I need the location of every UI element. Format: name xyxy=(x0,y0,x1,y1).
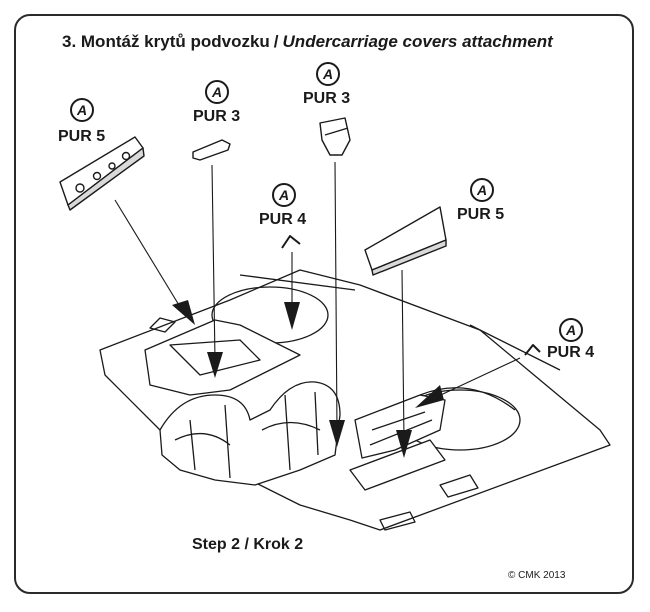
diagram-frame xyxy=(14,14,634,594)
radiator-ribs xyxy=(189,391,319,479)
part-pur5-left xyxy=(59,136,144,206)
part-pur3-bracket xyxy=(192,139,231,161)
callout-badge-pur3-bracket: A xyxy=(205,80,229,104)
callout-badge-pur3-clip: A xyxy=(316,62,340,86)
leader-pur5-right xyxy=(401,269,405,441)
arrow-pur3-clip xyxy=(329,420,345,447)
part-pur5-hole-3 xyxy=(108,162,116,170)
part-pur3-clip-fold xyxy=(324,127,349,136)
part-pur4-wire-right xyxy=(524,344,541,356)
leader-pur3-bracket xyxy=(211,164,216,361)
callout-badge-pur5-right: A xyxy=(470,178,494,202)
title-separator: / xyxy=(273,32,279,51)
step-label: Step 2 / Krok 2 xyxy=(192,536,304,553)
callout-label-pur5-left: PUR 5 xyxy=(58,128,106,145)
right-wheel-well-inner xyxy=(419,387,516,411)
callout-label-pur4-right: PUR 4 xyxy=(547,344,595,361)
wing-panel-line-3 xyxy=(469,324,561,371)
part-pur5-hole-1 xyxy=(75,183,85,193)
part-pur4-wire xyxy=(281,235,301,249)
arrow-pur5-left xyxy=(172,300,195,325)
callout-label-pur3-bracket: PUR 3 xyxy=(193,108,241,125)
part-pur5-right-edge xyxy=(371,239,447,276)
title-czech: 3. Montáž krytů podvozku xyxy=(62,32,270,51)
callout-label-pur3-clip: PUR 3 xyxy=(303,90,351,107)
leader-pur3-clip xyxy=(334,161,338,431)
arrow-pur3-bracket xyxy=(207,352,223,378)
diagram-title: 3. Montáž krytů podvozku/Undercarriage c… xyxy=(62,32,553,52)
arrow-pur4-right xyxy=(415,385,444,408)
copyright-notice: © CMK 2013 xyxy=(508,570,566,581)
arrow-pur5-right xyxy=(396,430,412,458)
left-cover-detail xyxy=(169,339,261,376)
part-pur5-hole-2 xyxy=(92,171,102,181)
part-pur3-clip xyxy=(319,117,351,156)
radiator-fairing xyxy=(159,381,341,486)
part-pur5-hole-4 xyxy=(121,151,131,161)
wing-panel-line xyxy=(149,317,176,333)
title-english: Undercarriage covers attachment xyxy=(282,32,553,51)
wing-panel-line-4 xyxy=(439,474,479,498)
part-pur5-left-side xyxy=(67,147,145,211)
wing-panel-line-5 xyxy=(379,511,416,531)
radiator-front xyxy=(174,421,321,446)
leader-pur4-right xyxy=(429,357,521,401)
callout-label-pur4: PUR 4 xyxy=(259,211,307,228)
callout-badge-pur4: A xyxy=(272,183,296,207)
wing-surface-outline xyxy=(99,269,611,531)
left-cover-installed xyxy=(144,319,301,396)
callout-badge-pur4-right: A xyxy=(559,318,583,342)
callout-label-pur5-right: PUR 5 xyxy=(457,206,505,223)
callout-badge-pur5-left: A xyxy=(70,98,94,122)
arrow-pur4 xyxy=(284,302,300,330)
leader-pur5-left xyxy=(114,199,186,316)
